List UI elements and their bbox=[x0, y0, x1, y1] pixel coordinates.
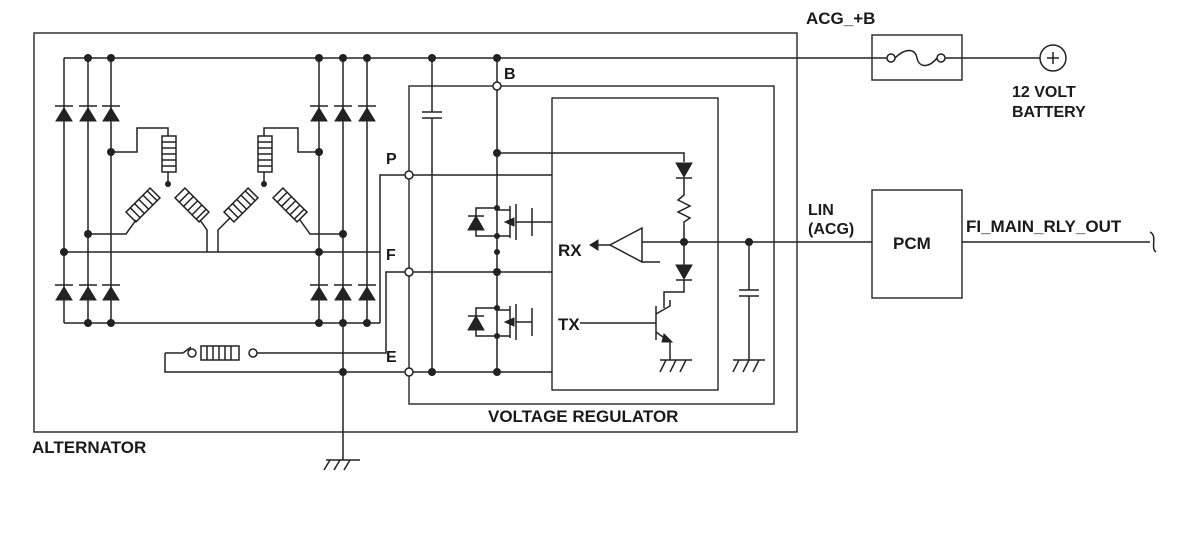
pcm-box bbox=[871, 189, 963, 299]
fi-main-rly-out-label: FI_MAIN_RLY_OUT bbox=[966, 217, 1122, 236]
terminal-f-label: F bbox=[386, 247, 396, 264]
battery-label-line1: 12 VOLT bbox=[1012, 84, 1076, 101]
terminal-e-label: E bbox=[386, 349, 397, 366]
right-stator-winding bbox=[217, 127, 343, 252]
lin-label-line1: LIN bbox=[808, 202, 834, 219]
fet-lower bbox=[467, 304, 533, 340]
terminal-b-label: B bbox=[504, 66, 516, 83]
left-rectifier bbox=[55, 54, 380, 327]
voltage-regulator-box bbox=[408, 85, 775, 405]
battery-label-line2: BATTERY bbox=[1012, 104, 1086, 121]
right-rectifier bbox=[310, 54, 376, 327]
regulator-wiring bbox=[379, 54, 872, 377]
voltage-regulator-label: VOLTAGE REGULATOR bbox=[488, 407, 678, 426]
pcm-label: PCM bbox=[893, 234, 931, 253]
fet-upper bbox=[467, 204, 552, 240]
fi-main-output-line bbox=[962, 231, 1157, 253]
ground-symbol bbox=[323, 459, 360, 471]
rx-label: RX bbox=[558, 241, 582, 260]
terminal-p-label: P bbox=[386, 151, 397, 168]
regulator-ground-symbols bbox=[659, 359, 765, 373]
lin-label-line2: (ACG) bbox=[808, 221, 854, 238]
field-coil bbox=[164, 252, 409, 460]
tx-label: TX bbox=[558, 315, 580, 334]
battery-symbol bbox=[1039, 44, 1067, 72]
regulator-ic-box bbox=[551, 97, 719, 391]
alternator-box bbox=[33, 32, 798, 433]
fuse-symbol bbox=[886, 49, 946, 67]
left-stator-winding bbox=[88, 127, 211, 252]
alternator-label: ALTERNATOR bbox=[32, 438, 146, 457]
acg-b-label: ACG_+B bbox=[806, 9, 875, 28]
